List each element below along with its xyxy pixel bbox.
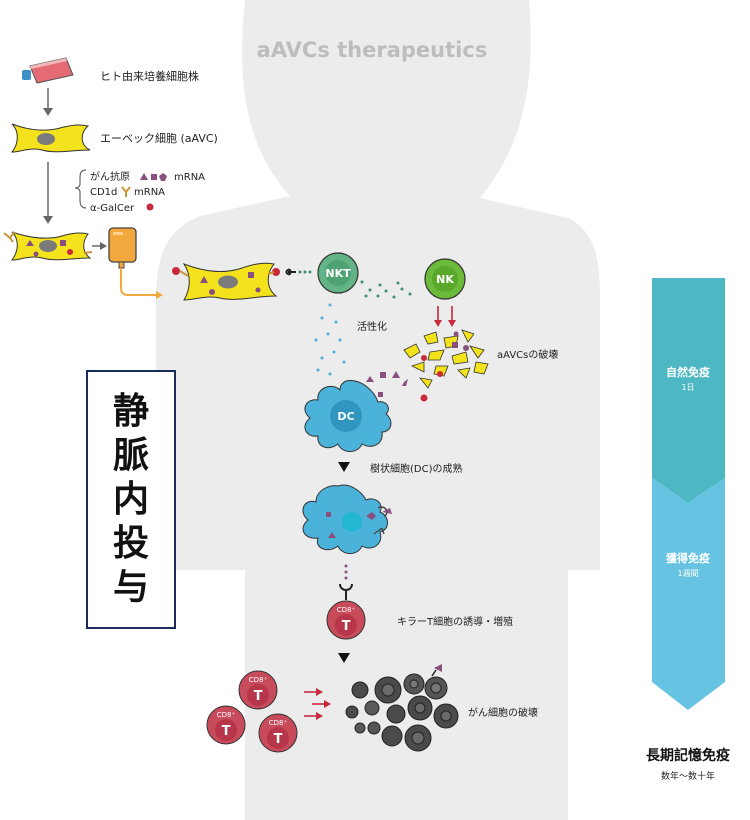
t-cell-central [326, 600, 366, 640]
nkt-link-dots [298, 270, 312, 274]
arrow-down-2 [43, 162, 53, 224]
t-cell-1 [238, 670, 278, 710]
arrow-right-small [92, 242, 107, 250]
t-cell-2 [206, 705, 246, 745]
down-triangle-1 [338, 462, 350, 472]
nk-cell [424, 258, 466, 300]
aavc-in-body [172, 262, 280, 301]
innate-title: 自然免疫 [666, 365, 710, 379]
dc-t-link [339, 564, 353, 600]
mrna-label-2: mRNA [134, 187, 165, 198]
memory-time: 数年〜数十年 [661, 770, 715, 782]
route-char-1: 静 [113, 391, 149, 432]
aavc-cell [10, 123, 91, 153]
arrow-down-1 [43, 88, 53, 116]
released-antigens [380, 331, 469, 402]
nkt-cell [317, 252, 359, 294]
nk-label: NK [436, 273, 454, 286]
galcer-icon [146, 203, 154, 211]
memory-title: 長期記憶免疫 [646, 747, 730, 764]
dc-maturation-label: 樹状細胞(DC)の成熟 [370, 462, 463, 475]
loading-cd1d-label: CD1d [90, 187, 117, 198]
nkt-receptor-link [285, 268, 296, 276]
route-char-2: 脈 [113, 435, 149, 476]
cancer-cells [345, 664, 459, 752]
iv-tube-arrow [120, 268, 163, 299]
t1-cd8: CD8⁺ [249, 676, 268, 684]
mrna-label-1: mRNA [174, 172, 205, 183]
route-char-4: 投 [113, 523, 149, 564]
loading-antigen-label: がん抗原 [90, 170, 130, 183]
aavc-fragments [403, 329, 489, 389]
route-char-5: 与 [113, 567, 149, 608]
blue-cytokine-dots [314, 303, 346, 376]
loading-galcer-label: α-GalCer [90, 203, 135, 214]
antigen-icons [140, 173, 167, 181]
timeline-arrow-acquired [652, 478, 725, 710]
dc-cell-mature [302, 484, 392, 554]
culture-flask-icon [22, 57, 74, 84]
t-central-cd8: CD8⁺ [337, 606, 356, 614]
t2-t: T [222, 724, 231, 739]
killer-t-label: キラーT細胞の誘導・増殖 [397, 615, 513, 628]
timeline-arrow-innate [652, 278, 725, 503]
t-attack-arrows [304, 688, 331, 720]
t-cell-3 [258, 713, 298, 753]
activation-label: 活性化 [357, 320, 387, 333]
acquired-time: 1週間 [677, 569, 698, 578]
cd1d-icon [121, 186, 131, 197]
route-char-3: 内 [113, 479, 149, 520]
innate-time: 1日 [681, 383, 694, 392]
t2-cd8: CD8⁺ [217, 711, 236, 719]
down-triangle-2 [338, 653, 350, 663]
nk-attack-arrows [434, 306, 456, 327]
step1-label: ヒト由来培養細胞株 [100, 69, 199, 83]
iv-administration-box [86, 370, 176, 629]
loaded-aavc-cell [3, 231, 93, 261]
step2-label: エーベック細胞 (aAVC) [100, 132, 218, 145]
t1-t: T [254, 689, 263, 704]
header-title: aAVCs therapeutics [257, 38, 488, 62]
t3-t: T [274, 732, 283, 747]
t-central-t: T [342, 619, 351, 634]
t3-cd8: CD8⁺ [269, 719, 288, 727]
aavc-destruction-label: aAVCsの破壊 [497, 348, 558, 361]
cancer-destruction-label: がん細胞の破壊 [468, 706, 538, 719]
dc-label-1: DC [337, 410, 354, 423]
acquired-title: 獲得免疫 [666, 551, 710, 565]
iv-bag-icon [108, 227, 137, 269]
loading-brace [74, 169, 87, 209]
dc-cell-immature [304, 376, 392, 452]
nkt-label: NKT [325, 267, 351, 280]
green-cytokine-dots [360, 280, 412, 299]
